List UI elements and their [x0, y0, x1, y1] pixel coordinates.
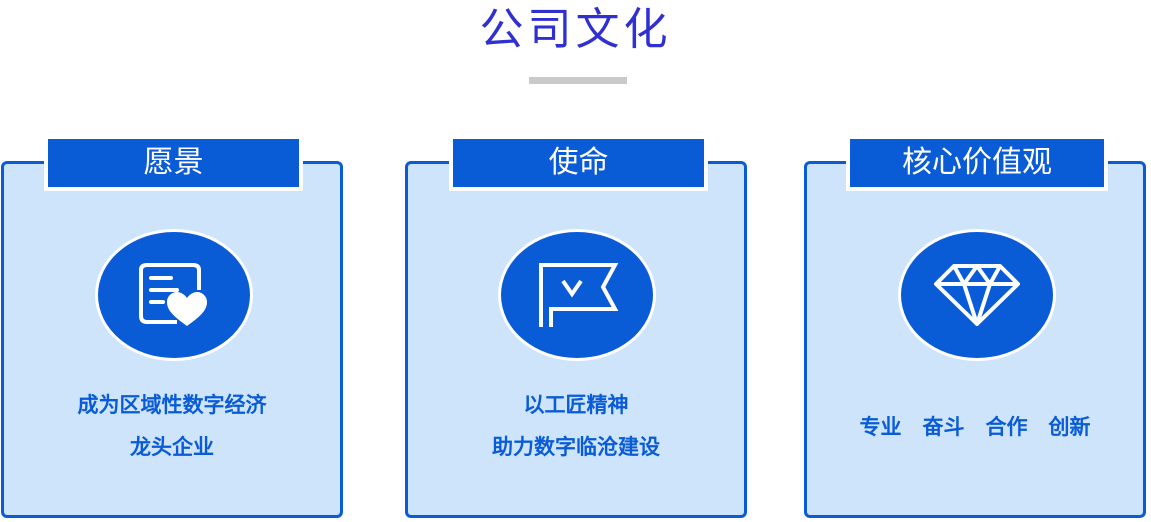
flag-icon [535, 261, 619, 329]
icon-circle-core-values [898, 229, 1056, 361]
diamond-icon [932, 262, 1022, 328]
page-title: 公司文化 [479, 4, 672, 55]
tab-core-values: 核心价值观 [846, 135, 1108, 191]
icon-circle-vision [95, 229, 253, 361]
description-mission: 以工匠精神 助力数字临沧建设 [405, 384, 747, 468]
title-underline [529, 77, 627, 84]
description-line: 龙头企业 [130, 435, 214, 459]
document-heart-icon [137, 262, 211, 328]
tab-vision: 愿景 [44, 135, 303, 191]
description-line: 成为区域性数字经济 [77, 393, 267, 417]
icon-circle-mission [498, 229, 656, 361]
description-vision: 成为区域性数字经济 龙头企业 [1, 384, 343, 468]
description-line: 助力数字临沧建设 [492, 435, 660, 459]
description-line: 专业 奋斗 合作 创新 [859, 415, 1091, 439]
description-core-values: 专业 奋斗 合作 创新 [804, 406, 1146, 448]
description-line: 以工匠精神 [523, 393, 629, 417]
tab-mission: 使命 [449, 135, 708, 191]
